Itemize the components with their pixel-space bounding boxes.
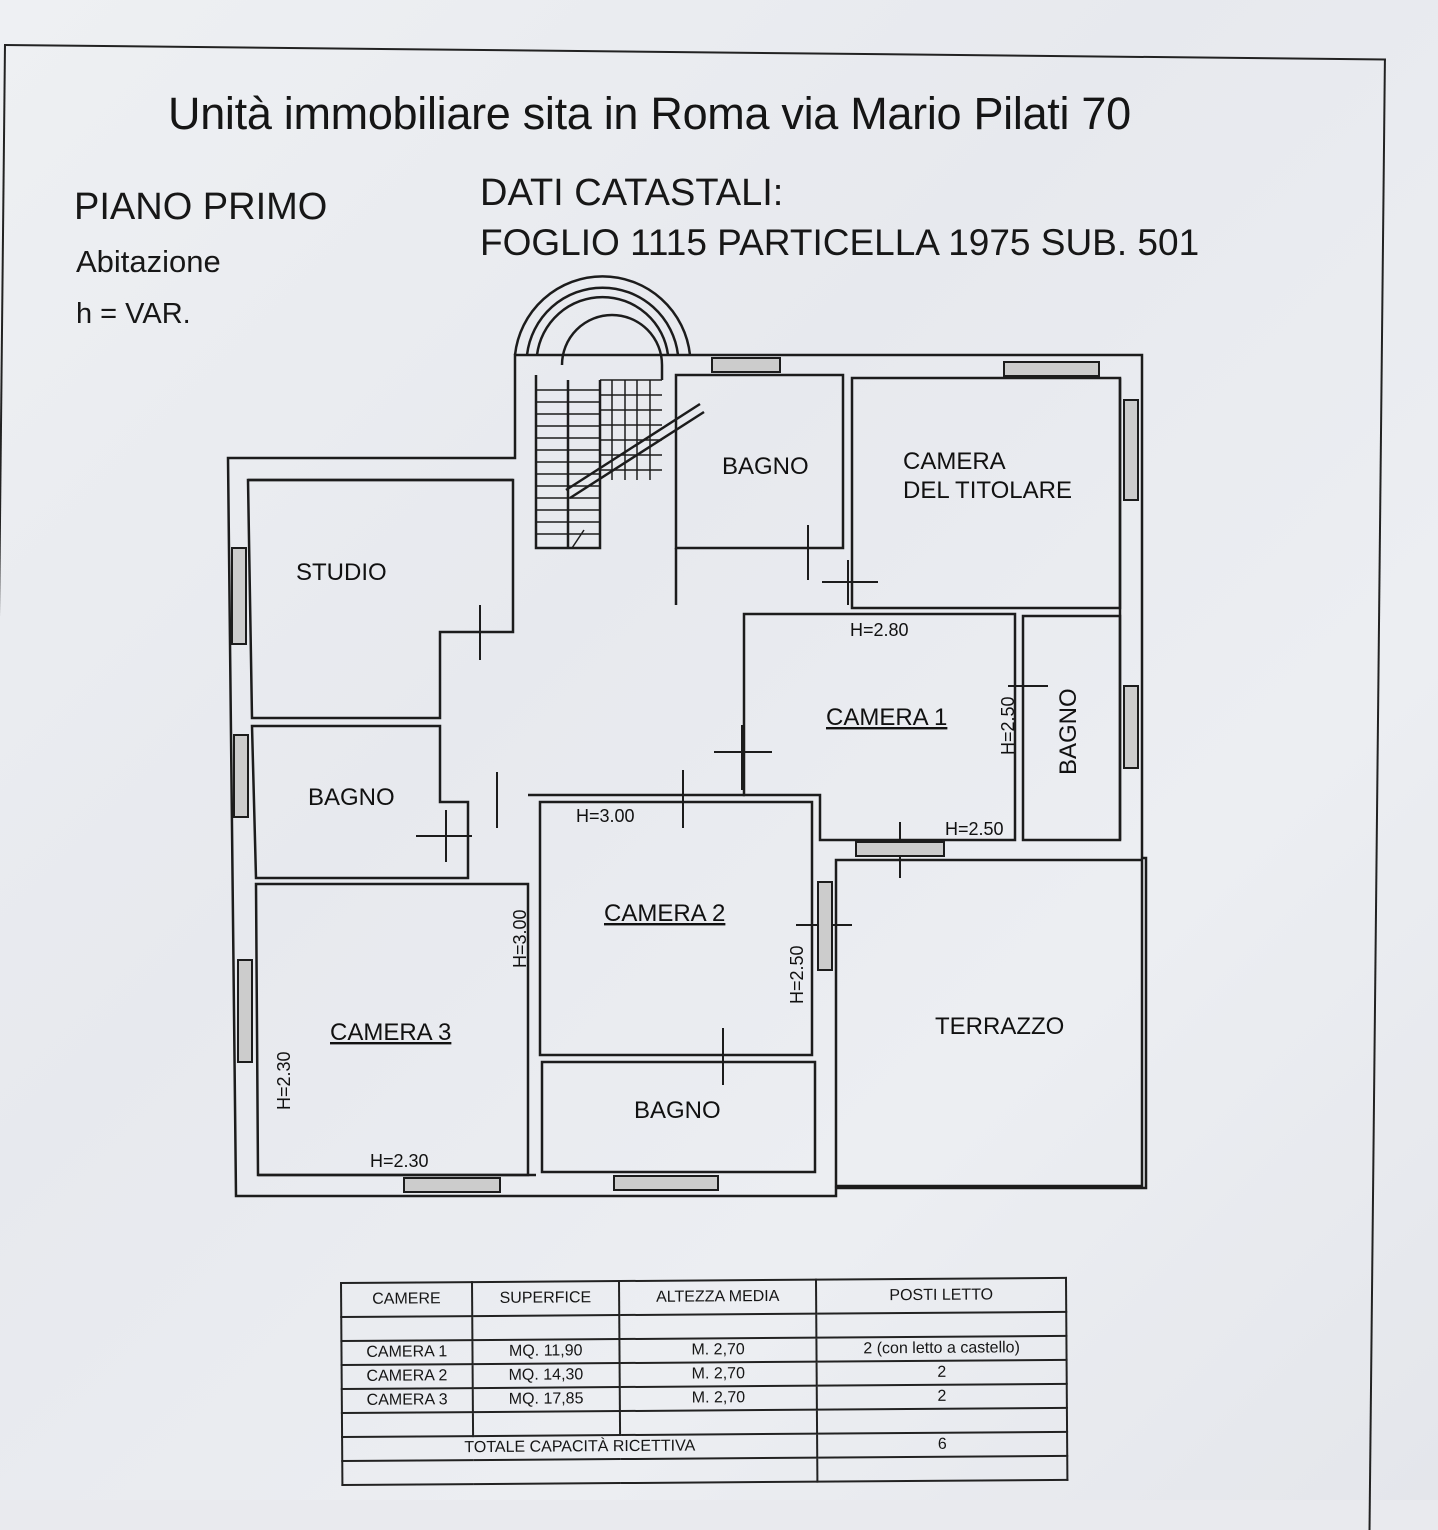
room-bagno-bottom: BAGNO: [634, 1097, 721, 1124]
height-250-camera1: H=2.50: [998, 696, 1018, 755]
table-cell: CAMERA 1: [341, 1340, 473, 1365]
room-terrazzo: TERRAZZO: [935, 1013, 1064, 1040]
table-cell: M. 2,70: [619, 1361, 818, 1388]
total-value: 6: [817, 1431, 1068, 1458]
table-cell: MQ. 14,30: [472, 1363, 620, 1389]
height-label: h = VAR.: [76, 298, 191, 330]
table-cell: CAMERA 3: [341, 1388, 473, 1413]
table-cell: 2: [816, 1359, 1067, 1386]
page-title: Unità immobiliare sita in Roma via Mario…: [168, 88, 1131, 139]
table-cell: MQ. 17,85: [472, 1387, 620, 1413]
room-camera-titolare-1: CAMERA: [903, 448, 1006, 475]
stair-arch: [513, 275, 692, 356]
table-cell: MQ. 11,90: [472, 1339, 620, 1365]
stair-treads: [536, 379, 705, 549]
room-studio: STUDIO: [296, 559, 387, 586]
header-superfice: SUPERFICE: [471, 1281, 620, 1317]
room-camera-1: CAMERA 1: [826, 704, 947, 731]
height-250-camera2: H=2.50: [787, 945, 807, 1004]
room-bagno-left: BAGNO: [308, 784, 395, 811]
table-cell: M. 2,70: [619, 1337, 817, 1364]
header-camere: CAMERE: [341, 1282, 472, 1317]
table-cell: CAMERA 2: [341, 1364, 473, 1389]
use-label: Abitazione: [76, 244, 221, 279]
outer-wall: [226, 353, 1148, 1198]
height-300-a: H=3.00: [576, 806, 635, 826]
header-posti: POSTI LETTO: [816, 1277, 1067, 1314]
room-camera-3: CAMERA 3: [330, 1019, 451, 1046]
header-altezza: ALTEZZA MEDIA: [618, 1279, 817, 1316]
room-bagno-top: BAGNO: [722, 453, 809, 480]
cadastral-title: DATI CATASTALI:: [480, 172, 784, 214]
height-250-bagno: H=2.50: [945, 819, 1004, 839]
capacity-table: CAMERE SUPERFICE ALTEZZA MEDIA POSTI LET…: [340, 1277, 1068, 1486]
table-cell: 2: [817, 1383, 1067, 1410]
total-label: TOTALE CAPACITÀ RICETTIVA: [342, 1433, 818, 1461]
doors: [416, 525, 1048, 1085]
floor-label: PIANO PRIMO: [74, 186, 328, 228]
room-camera-titolare-2: DEL TITOLARE: [903, 477, 1072, 504]
table-header-row: CAMERE SUPERFICE ALTEZZA MEDIA POSTI LET…: [341, 1277, 1067, 1317]
height-230-b: H=2.30: [370, 1151, 429, 1171]
cadastral-ref: FOGLIO 1115 PARTICELLA 1975 SUB. 501: [480, 222, 1200, 263]
room-bagno-right: BAGNO: [1055, 688, 1082, 775]
table-row-empty: [342, 1455, 1068, 1485]
table-cell: M. 2,70: [619, 1385, 818, 1412]
table-cell: 2 (con letto a castello): [816, 1335, 1067, 1362]
height-280: H=2.80: [850, 620, 909, 640]
room-camera-2: CAMERA 2: [604, 900, 725, 927]
height-300-b: H=3.00: [510, 909, 530, 968]
height-230-a: H=2.30: [274, 1051, 294, 1110]
windows: [231, 357, 1139, 1193]
